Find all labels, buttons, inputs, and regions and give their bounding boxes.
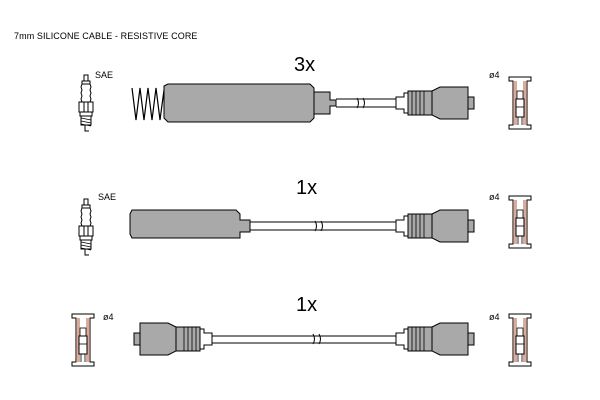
distributor-boot [395, 86, 475, 120]
spark-plug-boot [129, 209, 251, 239]
quantity-row-3: 1x [296, 294, 318, 316]
terminal-label-row-3-left: ø4 [103, 312, 114, 322]
terminal-label-row-3-right: ø4 [489, 312, 500, 322]
terminal-label-row-1-right: ø4 [489, 70, 500, 80]
distributor-boot [395, 209, 475, 243]
quantity-row-2: 1x [296, 177, 318, 199]
spark-plug-boot [163, 83, 315, 123]
distributor-boot [395, 322, 475, 356]
distributor-terminal-icon [508, 313, 532, 367]
lead-row-3 [71, 313, 532, 367]
distributor-terminal-icon [508, 76, 532, 130]
spark-plug-label-row-2: SAE [98, 192, 117, 202]
lead-row-1 [78, 74, 532, 132]
spark-plug-label-row-1: SAE [95, 70, 114, 80]
quantity-row-1: 3x [294, 54, 316, 76]
spark-plug-icon [78, 74, 94, 132]
lead-row-2 [78, 195, 532, 256]
spark-plug-icon [78, 198, 94, 256]
coil-boot [133, 322, 213, 356]
coil-terminal-icon [71, 313, 95, 367]
distributor-terminal-icon [508, 195, 532, 249]
terminal-label-row-2-right: ø4 [489, 192, 500, 202]
diagram-title: 7mm SILICONE CABLE - RESISTIVE CORE [14, 31, 198, 41]
spring-clip-icon [131, 87, 165, 121]
